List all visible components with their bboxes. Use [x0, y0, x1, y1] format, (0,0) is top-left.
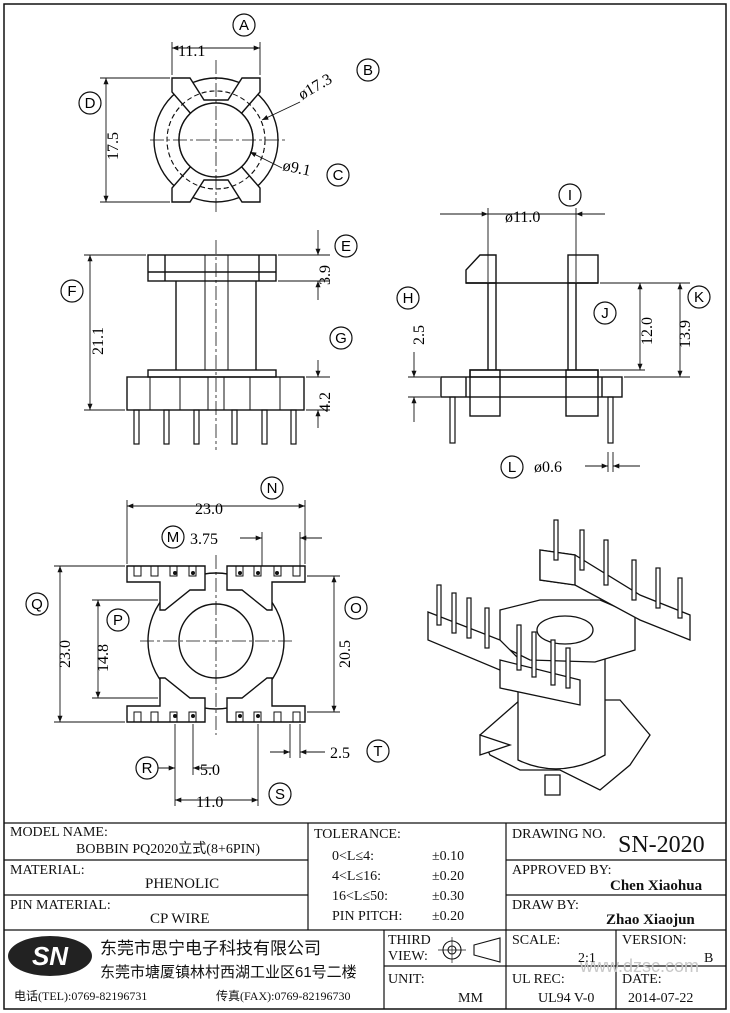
- dim-a-label: 11.1: [178, 43, 205, 60]
- draw-by-label: DRAW BY:: [512, 898, 579, 913]
- callout-r: R: [142, 760, 153, 777]
- dim-f-label: 21.1: [90, 327, 107, 355]
- callout-q: Q: [31, 596, 43, 613]
- top-view-dimensions: [100, 42, 301, 203]
- title-block: [4, 822, 726, 1009]
- company-logo: SN: [8, 936, 92, 976]
- approved-by-value: Chen Xiaohua: [610, 878, 703, 894]
- tol-value-3: ±0.30: [432, 889, 464, 904]
- dim-m-label: 3.75: [190, 531, 218, 548]
- bottom-view: [126, 555, 306, 735]
- model-name-value: BOBBIN PQ2020立式(8+6PIN): [76, 841, 260, 857]
- tol-value-4: ±0.20: [432, 909, 464, 924]
- pin-material-value: CP WIRE: [150, 911, 210, 927]
- callout-c: C: [333, 167, 344, 184]
- dim-k-label: 13.9: [677, 320, 694, 348]
- dim-d-label: 17.5: [105, 132, 122, 160]
- third-view-label-2: VIEW:: [388, 949, 428, 964]
- company-tel: 电话(TEL):0769-82196731: [14, 989, 147, 1003]
- callout-a: A: [239, 17, 249, 34]
- callout-t: T: [373, 743, 382, 760]
- company-address: 东莞市塘厦镇林村西湖工业区61号二楼: [100, 964, 357, 981]
- callout-b: B: [363, 62, 373, 79]
- dim-j-label: 12.0: [639, 317, 656, 345]
- dim-c-label: ø9.1: [281, 157, 312, 179]
- unit-value: MM: [458, 991, 483, 1006]
- scale-label: SCALE:: [512, 933, 560, 948]
- callout-l: L: [508, 459, 516, 476]
- tol-range-2: 4<L≤16:: [332, 869, 381, 884]
- front-view: [126, 240, 305, 450]
- callout-h: H: [403, 290, 414, 307]
- front-view-dimensions: [84, 230, 330, 428]
- drawing-no-label: DRAWING NO.: [512, 827, 606, 842]
- drawing-no-value: SN-2020: [618, 832, 705, 858]
- callout-p: P: [113, 612, 123, 629]
- version-value: B: [704, 951, 713, 966]
- dim-h-label: 2.5: [411, 325, 428, 345]
- callout-o: O: [350, 600, 362, 617]
- draw-by-value: Zhao Xiaojun: [606, 912, 695, 928]
- date-value: 2014-07-22: [628, 991, 693, 1006]
- dim-o-label: 20.5: [337, 640, 354, 668]
- model-name-label: MODEL NAME:: [10, 825, 108, 840]
- tol-range-4: PIN PITCH:: [332, 909, 402, 924]
- callout-j: J: [601, 305, 609, 322]
- tol-value-2: ±0.20: [432, 869, 464, 884]
- callout-m: M: [167, 529, 180, 546]
- callout-s: S: [275, 786, 285, 803]
- company-name: 东莞市思宁电子科技有限公司: [100, 939, 321, 958]
- dim-e-label: 3.9: [317, 265, 334, 285]
- watermark: www.dzsc.com: [579, 956, 699, 976]
- logo-text: SN: [32, 941, 69, 971]
- callout-d: D: [85, 95, 96, 112]
- dim-p-label: 14.8: [95, 644, 112, 672]
- isometric-view: [427, 519, 691, 796]
- top-view: [150, 60, 285, 215]
- ul-rec-label: UL REC:: [512, 972, 565, 987]
- callout-k: K: [694, 289, 704, 306]
- tol-value-1: ±0.10: [432, 849, 464, 864]
- side-view: [440, 254, 623, 444]
- callouts: [25, 13, 711, 806]
- third-angle-projection-icon: [438, 937, 501, 963]
- unit-label: UNIT:: [388, 972, 425, 987]
- dim-l-label: ø0.6: [534, 459, 562, 476]
- pin-material-label: PIN MATERIAL:: [10, 898, 111, 913]
- dim-g-label: 4.2: [317, 392, 334, 412]
- dim-t-label: 2.5: [330, 745, 350, 762]
- sheet-border: [3, 3, 727, 1010]
- version-label: VERSION:: [622, 933, 687, 948]
- callout-i: I: [568, 187, 572, 204]
- material-label: MATERIAL:: [10, 863, 85, 878]
- dim-i-label: ø11.0: [505, 209, 540, 226]
- side-view-dimensions: [408, 208, 690, 472]
- tol-range-3: 16<L≤50:: [332, 889, 388, 904]
- third-view-label: THIRD: [388, 933, 431, 948]
- dim-r-label: 5.0: [200, 762, 220, 779]
- callout-n: N: [267, 480, 278, 497]
- tolerance-label: TOLERANCE:: [314, 827, 401, 842]
- dim-s-label: 11.0: [196, 794, 223, 811]
- callout-g: G: [335, 330, 347, 347]
- dim-q-label: 23.0: [57, 640, 74, 668]
- callout-e: E: [341, 238, 351, 255]
- scale-value: 2:1: [578, 951, 596, 966]
- ul-rec-value: UL94 V-0: [538, 991, 594, 1006]
- bottom-view-dimensions: [54, 500, 340, 806]
- dim-n-label: 23.0: [195, 501, 223, 518]
- date-label: DATE:: [622, 972, 662, 987]
- approved-by-label: APPROVED BY:: [512, 863, 611, 878]
- company-fax: 传真(FAX):0769-82196730: [216, 988, 350, 1003]
- callout-f: F: [67, 283, 76, 300]
- tol-range-1: 0<L≤4:: [332, 849, 374, 864]
- dim-b-label: ø17.3: [296, 71, 336, 104]
- material-value: PHENOLIC: [145, 876, 219, 892]
